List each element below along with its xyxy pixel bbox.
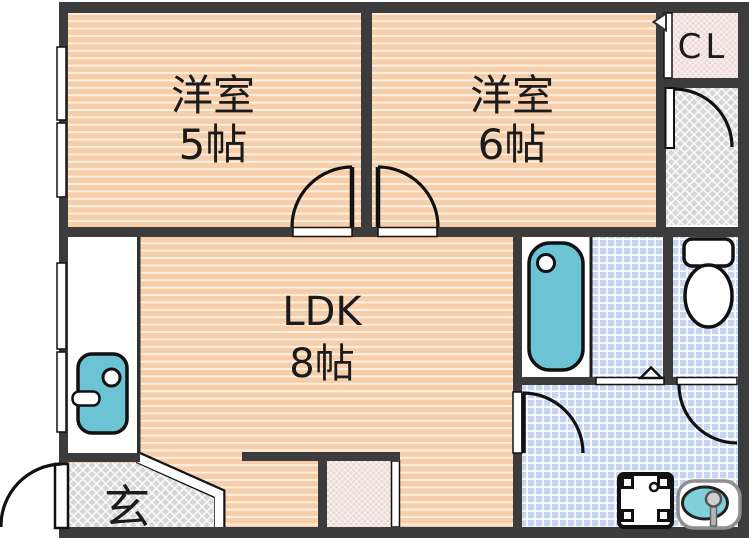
- bedroom-5-name: 洋室: [171, 71, 255, 120]
- entrance-floor: [68, 463, 214, 528]
- bedroom-6-size: 6帖: [478, 120, 547, 169]
- corridor-door-leaf: [664, 87, 675, 149]
- washroom-door-opening: [512, 391, 523, 454]
- pan-foot: [621, 476, 634, 489]
- wall-right: [738, 2, 749, 538]
- wall-mid-c: [437, 227, 749, 237]
- openings: [56, 12, 738, 454]
- bathroom-door-opening: [595, 376, 665, 386]
- pan-drain: [648, 481, 660, 493]
- alcove-ldk-divider: [137, 237, 141, 461]
- sink-faucet: [71, 390, 101, 407]
- kitchen-counter: [242, 452, 400, 461]
- wall-bath-bottom-a: [513, 377, 598, 385]
- kitchen-sink-icon: [71, 352, 129, 435]
- room-labels: 洋室 5帖 洋室 6帖 LDK 8帖 CL 玄: [104, 27, 729, 534]
- ldk-name: LDK: [282, 289, 363, 335]
- corridor-floor: [666, 88, 738, 225]
- washbasin-icon: [676, 479, 742, 530]
- door-swing-arc-icon: [0, 462, 62, 528]
- wall-bottom: [59, 527, 749, 538]
- closet-left-wall: [318, 452, 327, 528]
- bedroom-6-door-opening: [377, 226, 438, 238]
- wall-mid-a: [59, 227, 293, 237]
- closet-cl-sliding-door: [663, 12, 673, 79]
- toilet-icon: [682, 237, 735, 329]
- wall-top: [59, 2, 749, 13]
- toilet-door-opening: [676, 376, 738, 386]
- wall-alcove-bottom: [59, 453, 140, 462]
- entrance-label: 玄: [104, 480, 150, 534]
- washing-machine-pan-icon: [617, 472, 674, 529]
- folding-door-triangle-icon: [637, 365, 665, 380]
- wall-below-cl: [656, 78, 738, 88]
- walls: [59, 2, 749, 538]
- closet-cl-label: CL: [678, 27, 729, 67]
- wall-bath-bottom-b: [662, 377, 677, 385]
- bathtub-icon: [527, 241, 585, 372]
- closet-cl-floor: [672, 13, 738, 78]
- door-swing-arc-icon: [673, 87, 734, 148]
- toilet-bowl: [683, 263, 734, 329]
- sink-drain: [101, 367, 122, 388]
- bedroom-5-size: 5帖: [179, 120, 248, 169]
- door-swing-arc-icon: [290, 165, 353, 228]
- closet-slide-arrow-icon: [651, 11, 667, 33]
- ldk-closet-floor: [327, 461, 392, 527]
- bedroom-5-door-opening: [292, 226, 353, 238]
- bedroom-6-name: 洋室: [470, 71, 554, 120]
- window-icon: [56, 46, 67, 121]
- door-swing-arc-icon: [377, 165, 440, 228]
- door-swing-arc-icon: [677, 384, 738, 445]
- wall-bath-toilet: [663, 237, 673, 377]
- doors: [0, 11, 738, 530]
- entrance-door-leaf: [53, 462, 70, 530]
- window-icon: [56, 351, 67, 433]
- pan-foot: [657, 476, 670, 489]
- basin-faucet: [704, 490, 723, 508]
- window-icon: [56, 122, 67, 198]
- wall-bedroom6-right: [656, 13, 666, 228]
- pan-foot: [657, 509, 670, 522]
- entrance-step-edge: [136, 454, 224, 528]
- wall-bedroom-divider: [361, 13, 372, 237]
- bedroom-6-floor: [372, 13, 656, 227]
- ldk-size: 8帖: [289, 341, 354, 387]
- toilet-tank: [682, 237, 735, 268]
- bedroom-5-floor: [68, 13, 361, 227]
- door-swing-arc-icon: [522, 391, 585, 454]
- ldk-closet-door: [390, 460, 401, 528]
- bathtub-platform-edge: [589, 237, 593, 377]
- pan-foot: [621, 509, 634, 522]
- window-icon: [56, 262, 67, 350]
- bathroom-floor: [592, 237, 663, 377]
- bathtub-faucet: [536, 253, 556, 273]
- wall-mid-b: [352, 227, 378, 237]
- bathtub-body: [527, 241, 585, 372]
- floors: [68, 13, 738, 527]
